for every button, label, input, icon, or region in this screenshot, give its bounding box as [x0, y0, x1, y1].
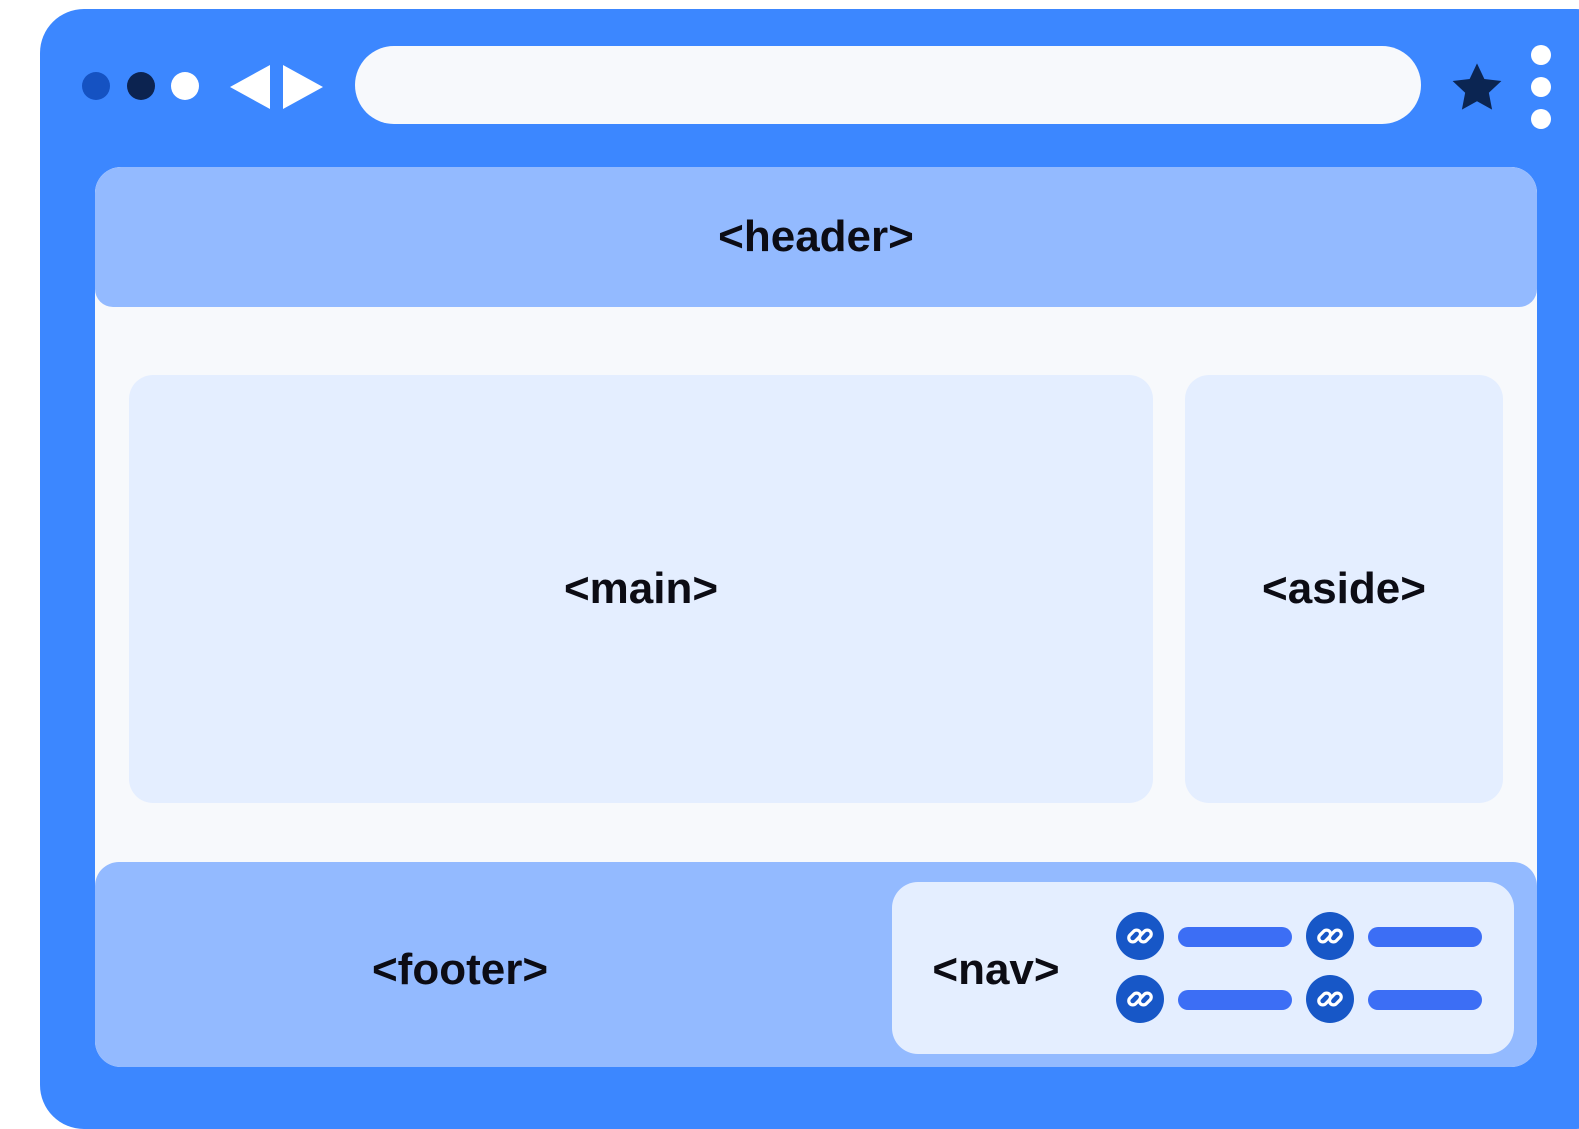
nav-label: <nav>: [932, 945, 1060, 994]
page-content-area: <header> <main> <aside> <footer> <nav>: [95, 167, 1537, 1067]
window-dot-3[interactable]: [171, 72, 199, 100]
link-text-placeholder: [1178, 990, 1292, 1010]
window-dot-1[interactable]: [82, 72, 110, 100]
link-icon: [1306, 975, 1354, 1023]
kebab-menu-icon[interactable]: [1530, 45, 1552, 129]
star-icon[interactable]: [1448, 59, 1506, 117]
browser-window: <header> <main> <aside> <footer> <nav>: [40, 9, 1579, 1129]
address-bar-input[interactable]: [355, 46, 1421, 124]
aside-label: <aside>: [1262, 564, 1426, 613]
link-text-placeholder: [1368, 927, 1482, 947]
forward-arrow-icon[interactable]: [283, 65, 323, 109]
nav-link-1[interactable]: [1116, 912, 1296, 962]
link-icon: [1116, 912, 1164, 960]
main-label: <main>: [563, 564, 719, 613]
back-arrow-icon[interactable]: [230, 65, 270, 109]
link-icon: [1116, 975, 1164, 1023]
link-icon: [1306, 912, 1354, 960]
nav-link-4[interactable]: [1306, 975, 1486, 1025]
header-region: <header>: [95, 167, 1537, 307]
link-text-placeholder: [1178, 927, 1292, 947]
nav-link-2[interactable]: [1306, 912, 1486, 962]
footer-label: <footer>: [371, 945, 549, 994]
main-region: <main>: [129, 375, 1153, 803]
header-label: <header>: [718, 212, 914, 261]
nav-link-3[interactable]: [1116, 975, 1296, 1025]
nav-region: <nav>: [892, 882, 1514, 1054]
aside-region: <aside>: [1185, 375, 1503, 803]
link-text-placeholder: [1368, 990, 1482, 1010]
window-dot-2[interactable]: [127, 72, 155, 100]
footer-region: <footer> <nav>: [95, 862, 1537, 1067]
